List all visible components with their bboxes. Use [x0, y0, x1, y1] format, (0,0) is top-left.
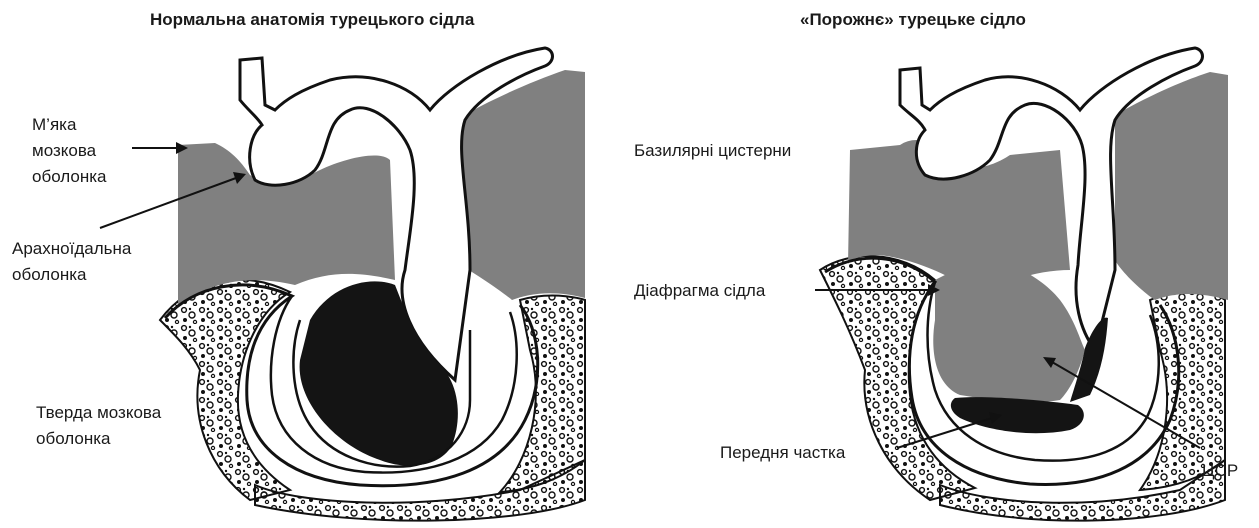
pia-arrow [132, 142, 188, 154]
left-diagram [100, 48, 585, 521]
arachnoid-label-line1: Арахноїдальна [12, 236, 131, 262]
basilar-cisterns-label: Базилярні цистерни [634, 138, 791, 164]
pia-mater-label-line1: М’яка [32, 112, 76, 138]
right-anterior-lobe [951, 397, 1084, 433]
dura-label-line2: оболонка [36, 426, 111, 452]
pia-mater-label-line2: мозкова [32, 138, 96, 164]
pia-mater-label-line3: оболонка [32, 164, 107, 190]
arachnoid-label-line2: оболонка [12, 262, 87, 288]
right-brain-right [1115, 72, 1228, 300]
right-diagram [815, 48, 1228, 521]
right-empty-sella-gray [933, 250, 1085, 402]
anterior-lobe-label: Передня частка [720, 440, 845, 466]
csf-label: ЦСР [1202, 458, 1238, 484]
diaphragm-label: Діафрагма сідла [634, 278, 765, 304]
dura-label-line1: Тверда мозкова [36, 400, 161, 426]
